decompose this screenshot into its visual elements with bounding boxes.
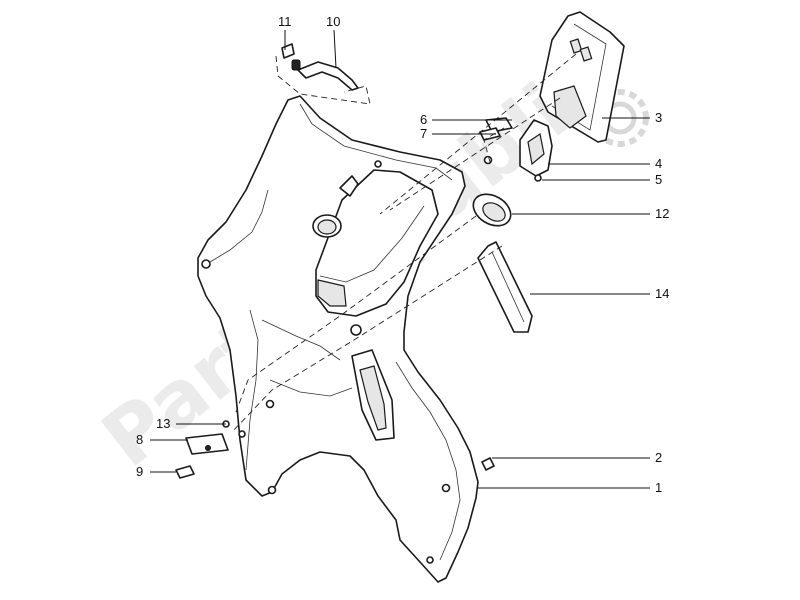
callout-6: 6 bbox=[420, 112, 427, 127]
assembly-guide-plate bbox=[231, 245, 503, 433]
callout-14: 14 bbox=[655, 286, 669, 301]
assembly-guide-door bbox=[379, 53, 577, 215]
callout-8: 8 bbox=[136, 432, 143, 447]
leader-lines bbox=[150, 29, 650, 489]
hook-mount-guide bbox=[275, 55, 371, 105]
callout-5: 5 bbox=[655, 172, 662, 187]
callout-13: 13 bbox=[156, 416, 170, 431]
bag-hook-part bbox=[281, 43, 359, 91]
screw-part-5 bbox=[483, 155, 542, 182]
fuel-cap-part bbox=[472, 193, 512, 227]
assembly-guide-screws bbox=[483, 127, 505, 163]
screw-part-9 bbox=[175, 465, 195, 479]
assembly-guide-hinge bbox=[389, 97, 561, 211]
callout-4: 4 bbox=[655, 156, 662, 171]
callout-1: 1 bbox=[655, 480, 662, 495]
small-plate-part bbox=[185, 433, 229, 455]
assembly-guide-cap bbox=[235, 215, 477, 413]
callout-2: 2 bbox=[655, 450, 662, 465]
callout-7: 7 bbox=[420, 126, 427, 141]
latch-part bbox=[339, 175, 359, 197]
leg-shield-panel bbox=[197, 95, 479, 583]
callout-3: 3 bbox=[655, 110, 662, 125]
callout-10: 10 bbox=[326, 14, 340, 29]
cover-plate-part bbox=[477, 241, 533, 333]
callout-12: 12 bbox=[655, 206, 669, 221]
callout-9: 9 bbox=[136, 464, 143, 479]
glovebox-door-part bbox=[539, 11, 625, 143]
callout-11: 11 bbox=[278, 14, 292, 29]
screw-part-2 bbox=[481, 457, 495, 471]
hinge-bracket-part bbox=[519, 119, 553, 177]
